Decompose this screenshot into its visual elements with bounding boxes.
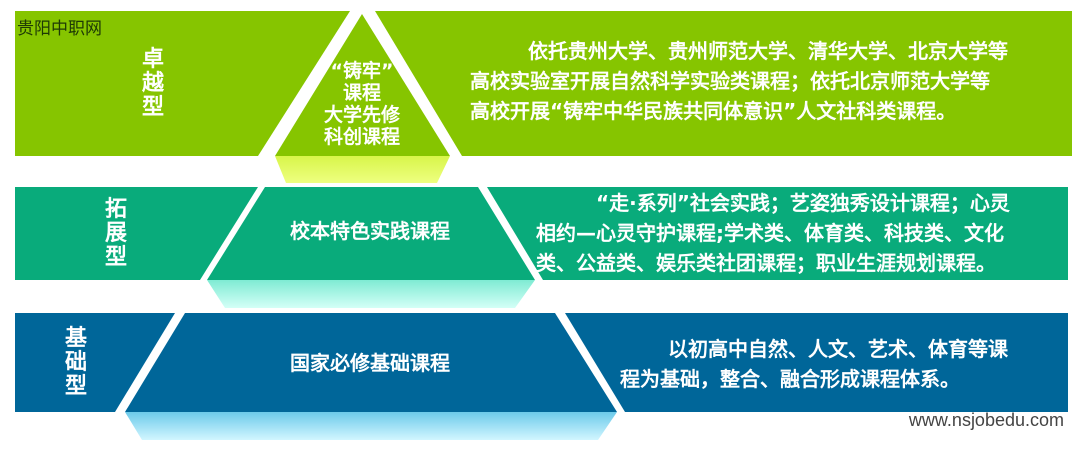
tier-top-right-panel [375, 11, 1072, 156]
tier-mid-shadow [207, 280, 535, 308]
description-line: 程为基础，整合、融合形成课程体系。 [620, 367, 960, 391]
type-char: 型 [141, 95, 164, 120]
description-text: “走·系列”社会实践；艺姿独秀设计课程；心灵 [596, 191, 1010, 215]
description-line: 以初高中自然、人文、艺术、体育等课 [620, 334, 1060, 364]
type-char: 展 [104, 221, 127, 246]
center-label-line: 课程 [342, 82, 381, 104]
tier-mid-left-panel [15, 187, 258, 280]
description-line: 高校实验室开展自然科学实验类课程；依托北京师范大学等 [470, 69, 990, 93]
tier-base-center-label: 国家必修基础课程 [250, 350, 490, 376]
tier-type-label-base: 基 础 型 [63, 327, 89, 399]
tier-base-left-panel [15, 313, 175, 412]
tier-type-label-mid: 拓 展 型 [103, 198, 129, 270]
description-line: 高校开展“铸牢中华民族共同体意识”人文社科类课程。 [470, 99, 957, 123]
type-char: 拓 [104, 197, 127, 222]
tier-mid-right-panel [487, 187, 1068, 280]
footer-url: www.nsjobedu.com [908, 410, 1064, 430]
center-label-line: “铸牢” [330, 60, 394, 82]
description-line: 依托贵州大学、贵州师范大学、清华大学、北京大学等 [470, 36, 1070, 66]
type-char: 越 [141, 71, 164, 96]
tier-base-shadow [125, 412, 617, 440]
tier-top-description: 依托贵州大学、贵州师范大学、清华大学、北京大学等 高校实验室开展自然科学实验类课… [470, 36, 1070, 126]
tier-top-shadow [275, 156, 450, 183]
description-line: 相约—心灵守护课程;学术类、体育类、科技类、文化 [536, 221, 1004, 245]
center-label-line: 科创课程 [323, 126, 400, 148]
tier-mid-center-label: 校本特色实践课程 [250, 218, 490, 244]
tier-mid-center-trapezoid [207, 187, 535, 280]
description-line: 类、公益类、娱乐类社团课程；职业生涯规划课程。 [536, 251, 996, 275]
tier-base-center-trapezoid [125, 313, 617, 412]
center-label-line: 校本特色实践课程 [290, 219, 450, 243]
tier-mid-description: “走·系列”社会实践；艺姿独秀设计课程；心灵 相约—心灵守护课程;学术类、体育类… [536, 188, 1056, 278]
type-char: 基 [64, 326, 87, 351]
tier-base-right-panel [565, 313, 1068, 412]
site-watermark: 贵阳中职网 [17, 19, 102, 39]
description-text: 依托贵州大学、贵州师范大学、清华大学、北京大学等 [528, 39, 1008, 63]
center-label-line: 国家必修基础课程 [290, 351, 450, 375]
description-line: “走·系列”社会实践；艺姿独秀设计课程；心灵 [536, 188, 1056, 218]
type-char: 础 [64, 350, 87, 375]
tier-top-center-label: “铸牢” 课程 大学先修 科创课程 [300, 60, 424, 148]
tier-base-description: 以初高中自然、人文、艺术、体育等课 程为基础，整合、融合形成课程体系。 [620, 334, 1060, 394]
tier-top-center-triangle [275, 14, 450, 156]
tier-type-label-top: 卓 越 型 [140, 48, 166, 120]
type-char: 型 [104, 245, 127, 270]
type-char: 型 [64, 374, 87, 399]
type-char: 卓 [141, 47, 164, 72]
description-text: 以初高中自然、人文、艺术、体育等课 [668, 337, 1008, 361]
tier-top-left-panel [15, 11, 350, 156]
center-label-line: 大学先修 [323, 104, 400, 126]
